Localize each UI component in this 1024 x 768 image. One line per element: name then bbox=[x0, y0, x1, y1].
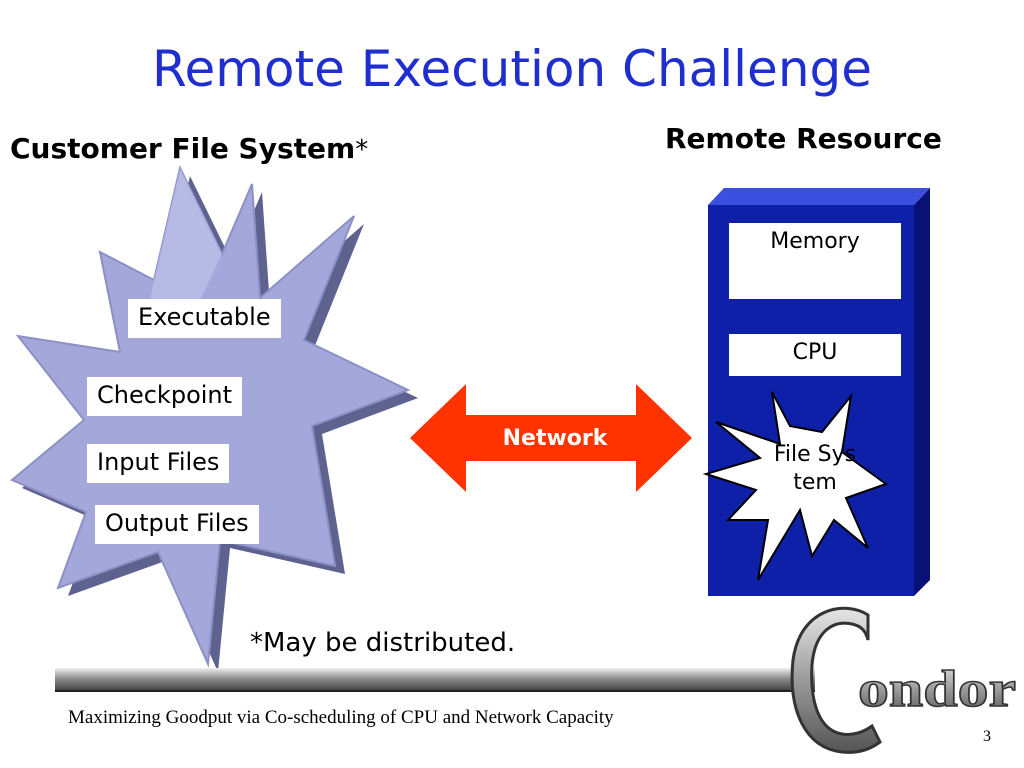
footer-bar bbox=[55, 668, 815, 692]
memory-box: Memory bbox=[729, 223, 901, 299]
page-number: 3 bbox=[983, 728, 991, 745]
slide-title: Remote Execution Challenge bbox=[151, 40, 873, 98]
customer-file-system-heading: Customer File System* bbox=[10, 132, 368, 165]
svg-text:ondor: ondor bbox=[858, 661, 1016, 718]
cpu-box: CPU bbox=[729, 334, 901, 376]
footer-text: Maximizing Goodput via Co-scheduling of … bbox=[68, 707, 614, 728]
condor-logo: ondor bbox=[790, 606, 1017, 754]
file-label-output-files: Output Files bbox=[95, 505, 259, 545]
customer-heading-text: Customer File System bbox=[10, 132, 356, 165]
file-label-executable: Executable bbox=[128, 299, 281, 339]
network-arrow bbox=[410, 384, 692, 492]
file-label-checkpoint: Checkpoint bbox=[87, 377, 243, 417]
remote-file-system-label: File System bbox=[773, 442, 857, 495]
remote-resource-heading: Remote Resource bbox=[665, 122, 942, 155]
file-label-input-files: Input Files bbox=[87, 444, 230, 484]
customer-file-system-star bbox=[10, 165, 418, 672]
footnote: *May be distributed. bbox=[250, 628, 516, 658]
remote-file-system-star bbox=[702, 391, 889, 581]
customer-heading-star: * bbox=[355, 135, 369, 165]
network-label: Network bbox=[502, 426, 608, 451]
